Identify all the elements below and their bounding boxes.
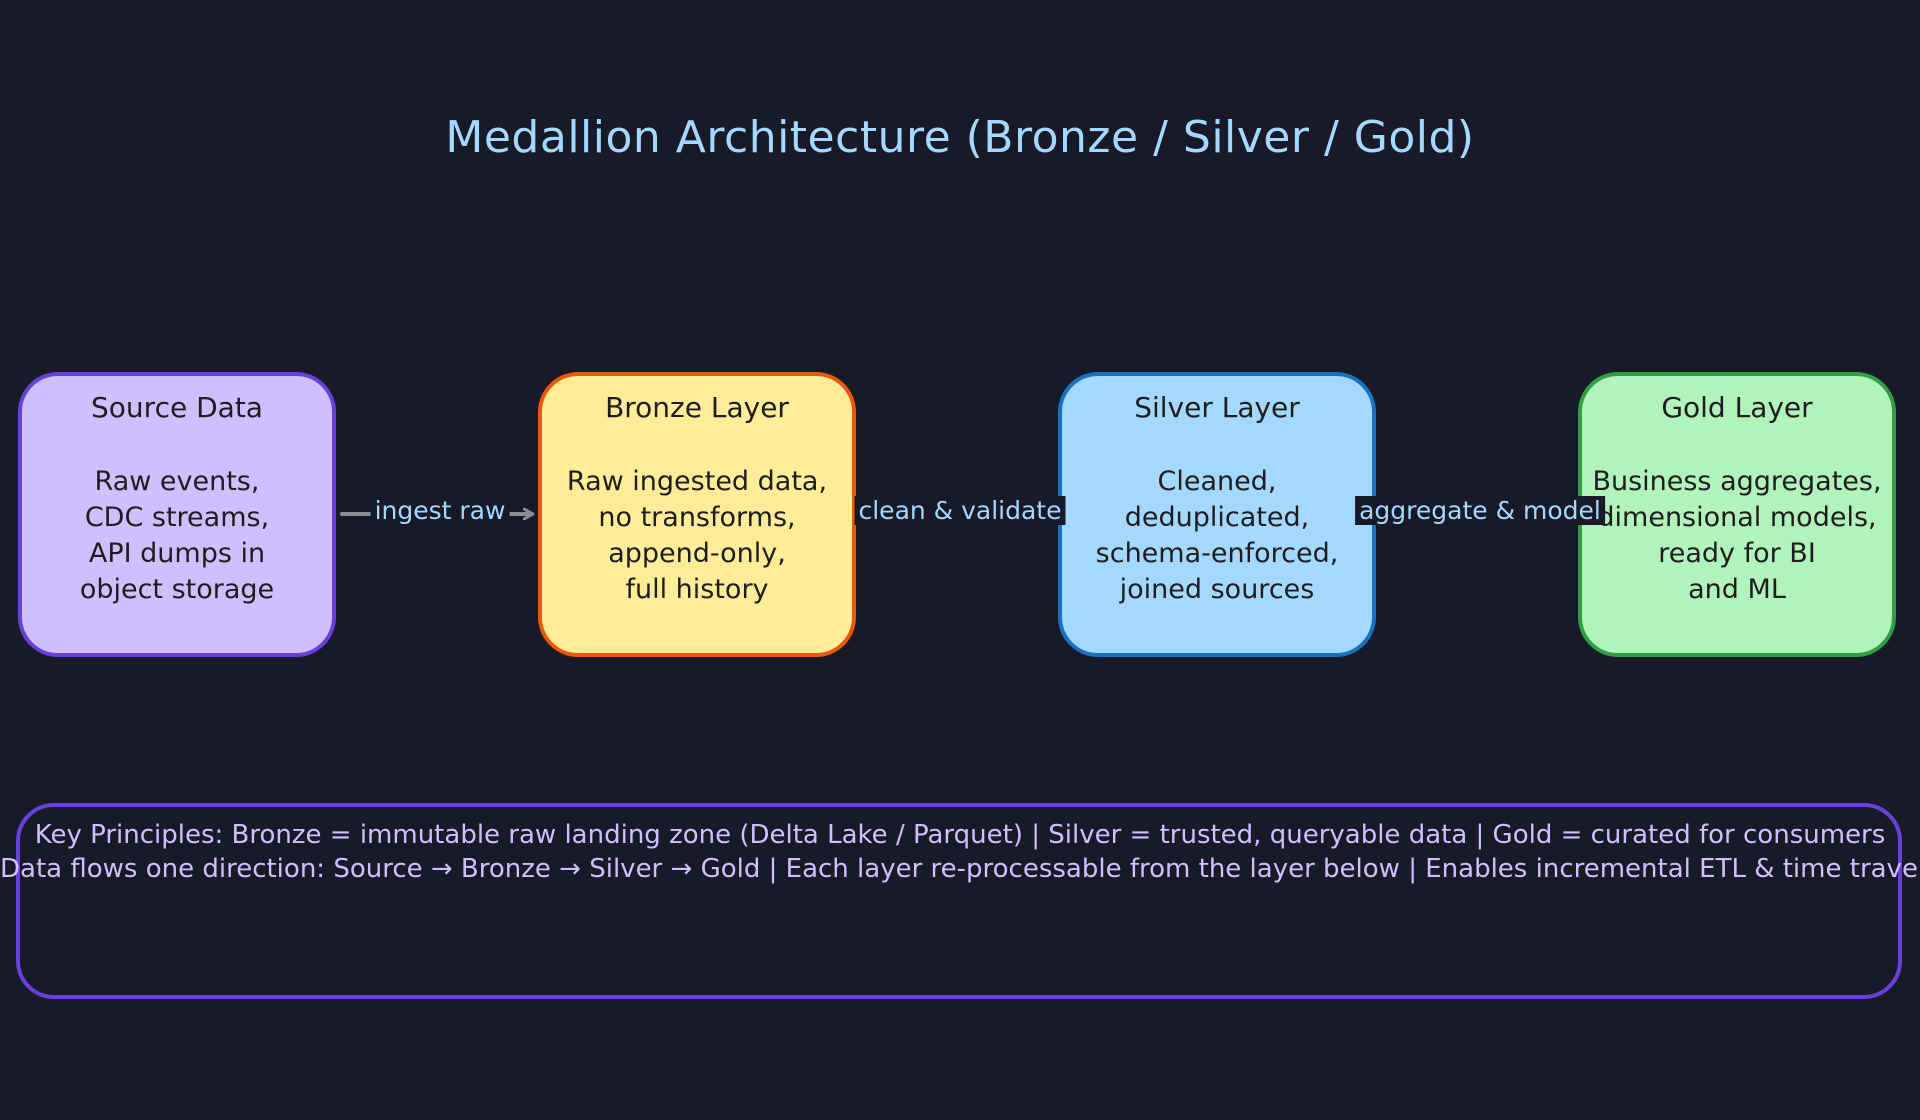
node-silver-layer[interactable]: Silver Layer Cleaned, deduplicated, sche… xyxy=(1058,372,1376,657)
principles-text: Key Principles: Bronze = immutable raw l… xyxy=(0,818,1920,886)
node-source-data[interactable]: Source Data Raw events, CDC streams, API… xyxy=(18,372,336,657)
node-title: Gold Layer xyxy=(1661,391,1813,424)
edge-label-aggregate: aggregate & model xyxy=(1355,496,1605,525)
edge-label-ingest: ingest raw xyxy=(370,496,510,525)
node-description: Cleaned, deduplicated, schema-enforced, … xyxy=(1095,466,1339,605)
node-gold-layer[interactable]: Gold Layer Business aggregates, dimensio… xyxy=(1578,372,1896,657)
node-description: Business aggregates, dimensional models,… xyxy=(1592,466,1882,605)
principles-line-2: Data flows one direction: Source → Bronz… xyxy=(0,854,1920,884)
node-description: Raw ingested data, no transforms, append… xyxy=(566,466,828,605)
node-title: Source Data xyxy=(91,391,263,424)
node-title: Bronze Layer xyxy=(605,391,789,424)
node-title: Silver Layer xyxy=(1134,391,1300,424)
edge-label-clean: clean & validate xyxy=(854,496,1066,525)
principles-line-1: Key Principles: Bronze = immutable raw l… xyxy=(34,820,1886,850)
node-description: Raw events, CDC streams, API dumps in ob… xyxy=(79,466,275,605)
node-bronze-layer[interactable]: Bronze Layer Raw ingested data, no trans… xyxy=(538,372,856,657)
diagram-title: Medallion Architecture (Bronze / Silver … xyxy=(445,112,1475,163)
principles-box[interactable] xyxy=(16,803,1902,999)
